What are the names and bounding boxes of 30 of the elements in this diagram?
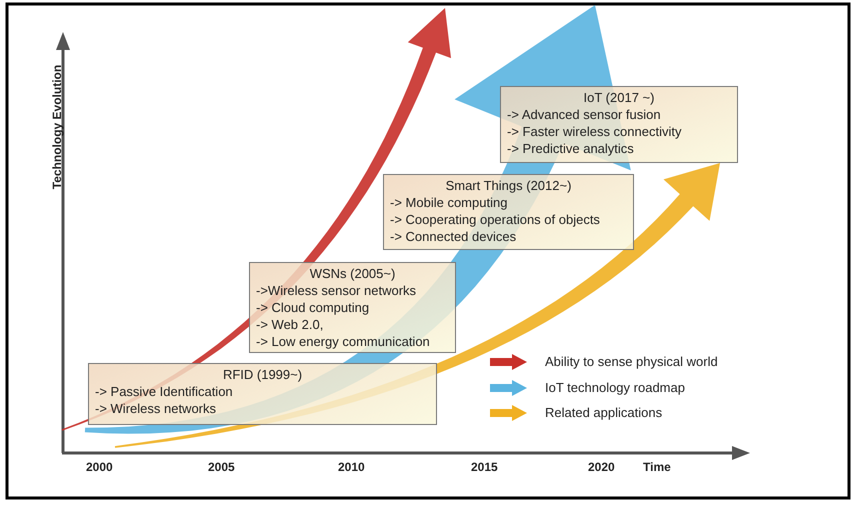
tick-label: 2005 — [208, 460, 235, 474]
bullet-item: -> Cloud computing — [256, 299, 370, 316]
box-heading: Smart Things (2012~) — [444, 177, 572, 194]
box-heading: RFID (1999~) — [222, 366, 304, 383]
bullet-item: -> Passive Identification — [95, 383, 234, 400]
milestone-box — [383, 174, 634, 250]
tick-label: 2015 — [471, 460, 498, 474]
box-heading: IoT (2017 ~) — [582, 89, 656, 106]
axis-title: Time — [643, 460, 671, 474]
legend-label: IoT technology roadmap — [545, 380, 685, 395]
milestone-box — [500, 86, 738, 163]
bullet-item: -> Cooperating operations of objects — [390, 211, 601, 228]
legend-label: Ability to sense physical world — [545, 354, 718, 369]
bullet-item: ->Wireless sensor networks — [256, 282, 418, 299]
milestone-box — [88, 363, 437, 425]
legend-label: Related applications — [545, 405, 662, 420]
axis-title: Technology Evolution — [50, 64, 64, 190]
bullet-item: -> Mobile computing — [390, 194, 508, 211]
tick-label: 2010 — [338, 460, 365, 474]
bullet-item: -> Connected devices — [390, 228, 518, 245]
tick-label: 2020 — [588, 460, 615, 474]
bullet-item: -> Faster wireless connectivity — [507, 123, 682, 140]
tick-label: 2000 — [86, 460, 113, 474]
bullet-item: -> Web 2.0, — [256, 316, 324, 333]
bullet-item: -> Low energy communication — [256, 333, 431, 350]
bullet-item: -> Predictive analytics — [507, 140, 635, 157]
bullet-item: -> Advanced sensor fusion — [507, 106, 662, 123]
milestone-box — [249, 262, 456, 353]
box-heading: WSNs (2005~) — [308, 265, 396, 282]
bullet-item: -> Wireless networks — [95, 400, 217, 417]
